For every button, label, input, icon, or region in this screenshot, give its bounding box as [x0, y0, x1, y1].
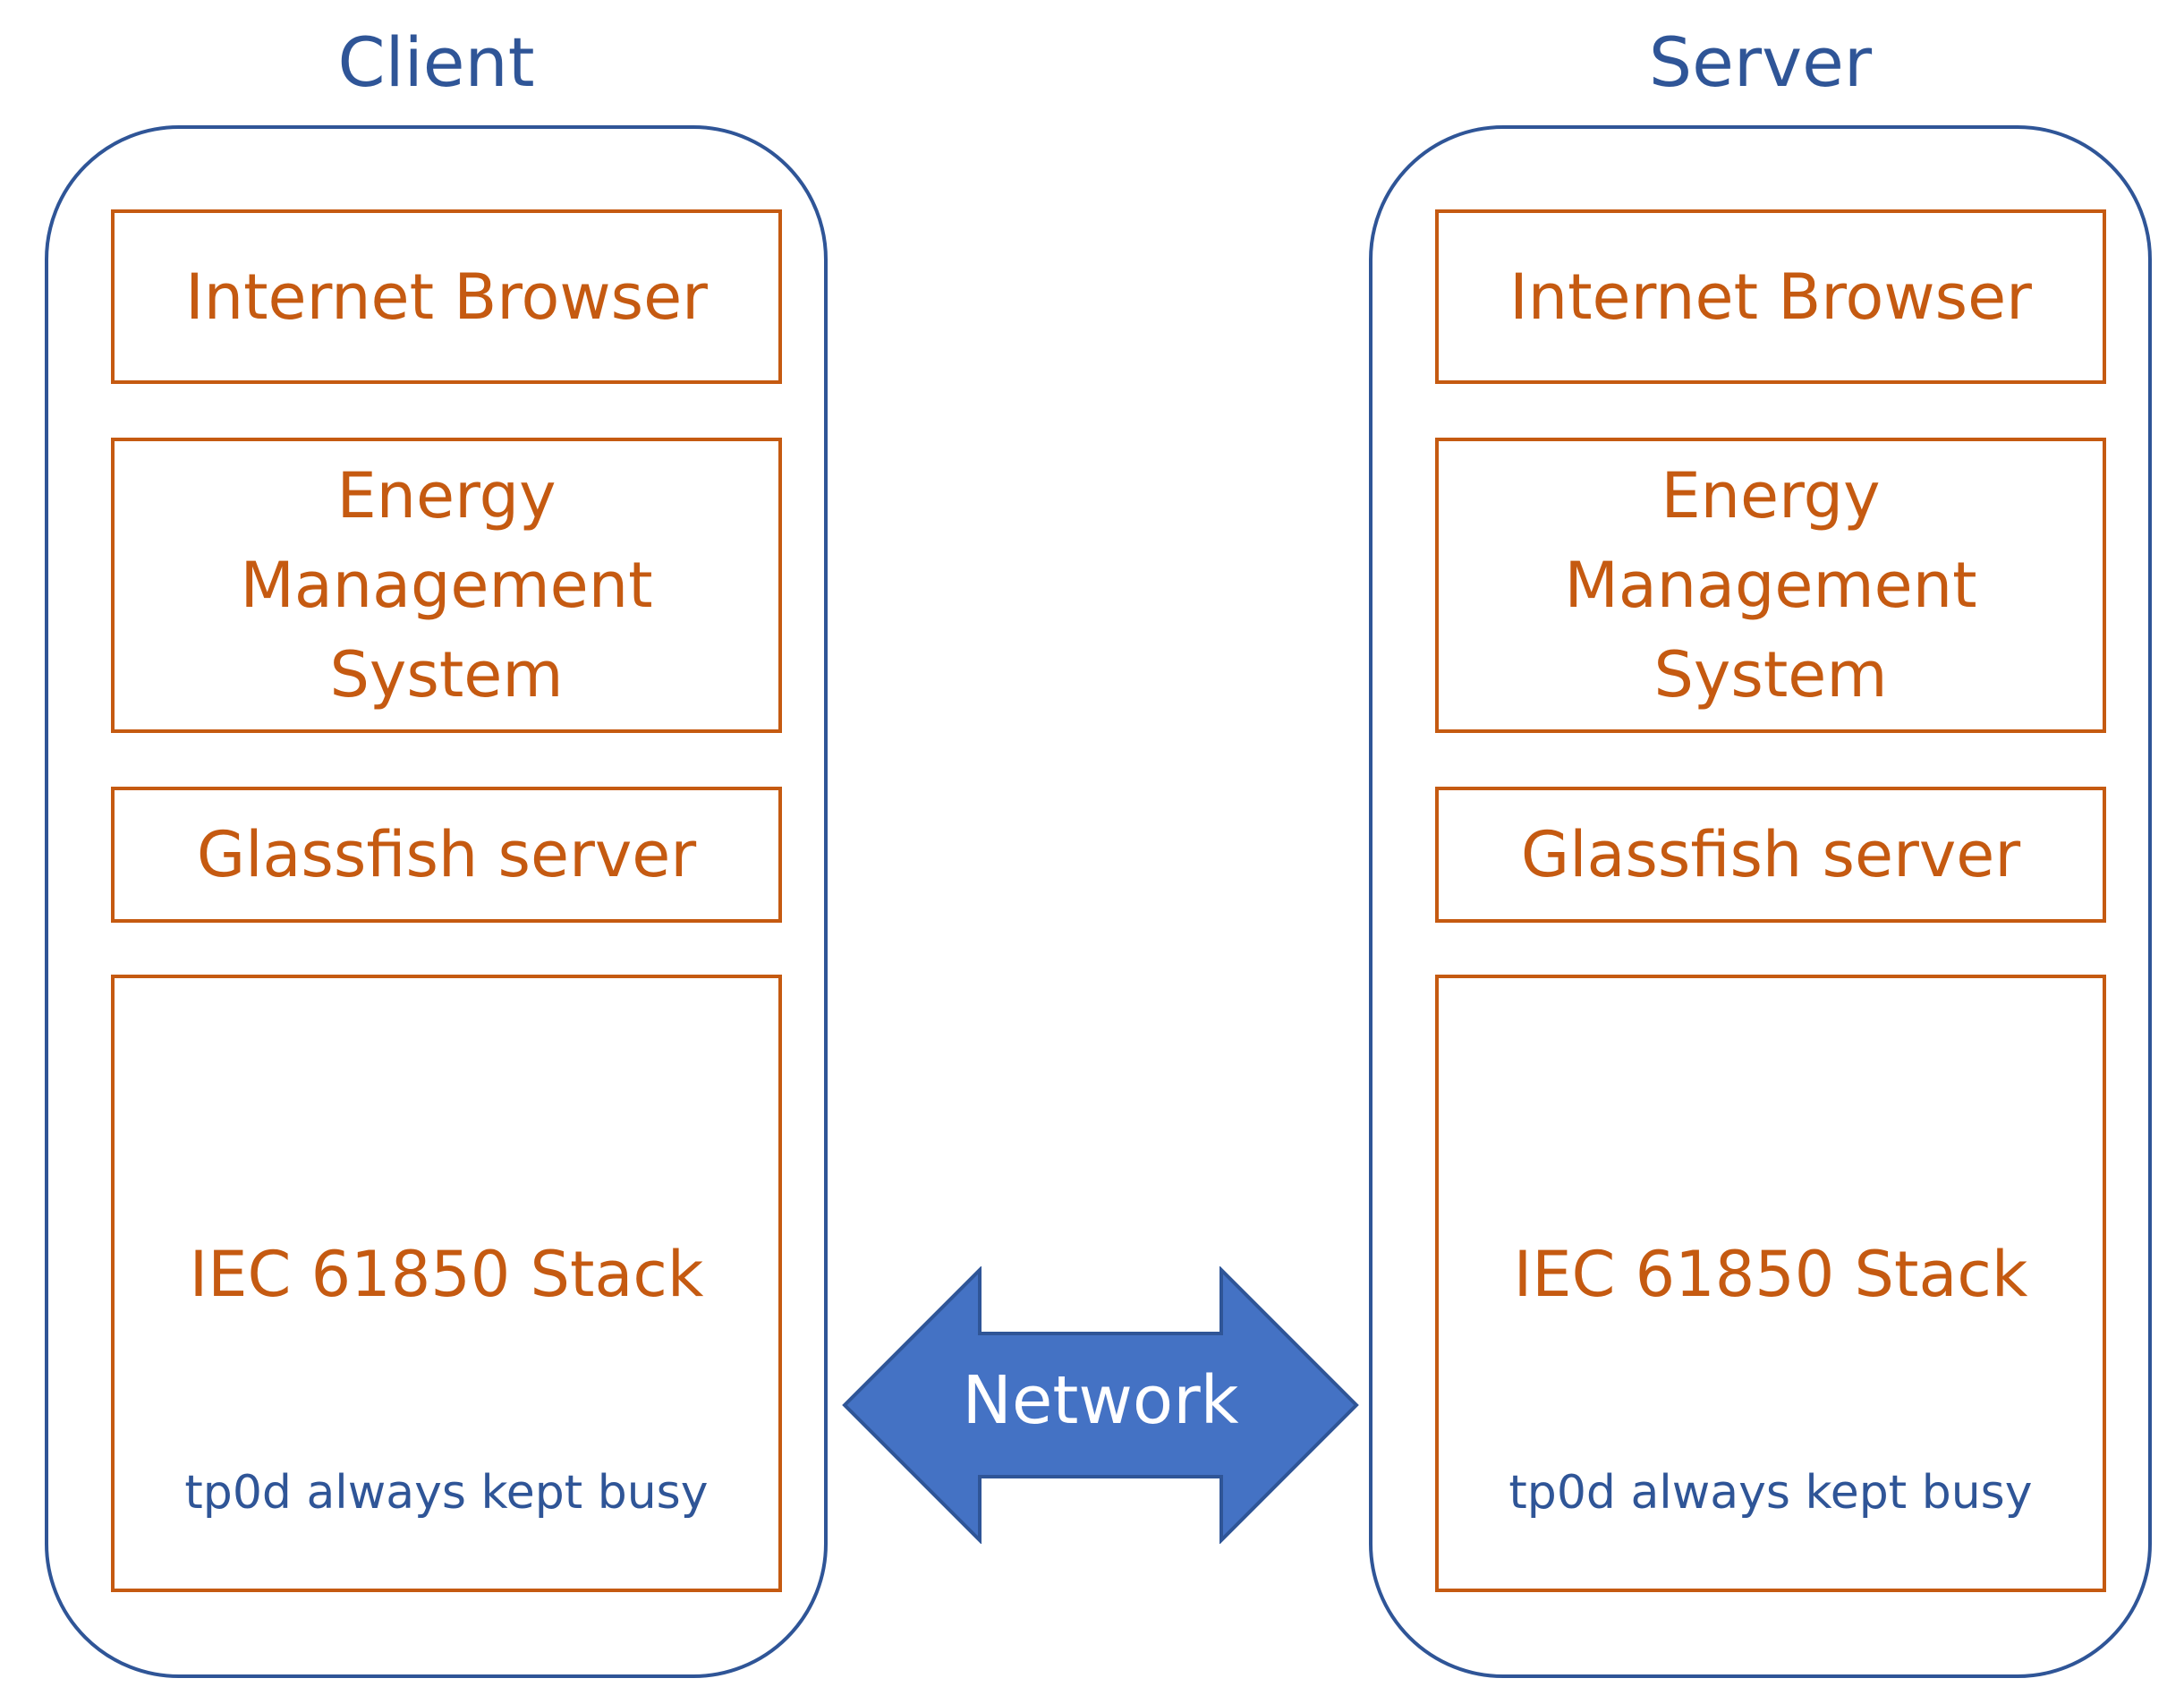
server-ems-line-3: System: [1653, 638, 1888, 711]
client-internet-browser-layer: Internet Browser: [111, 209, 782, 384]
server-iec-61850-stack-label: IEC 61850 Stack: [1513, 1238, 2028, 1311]
server-glassfish-server-layer: Glassfish server: [1435, 787, 2106, 923]
network-double-arrow: Network: [842, 1266, 1359, 1544]
client-title: Client: [337, 22, 535, 102]
server-internet-browser-layer: Internet Browser: [1435, 209, 2106, 384]
server-ems-line-2: Management: [1564, 549, 1977, 622]
server-stack-note: tp0d always kept busy: [1508, 1466, 2033, 1520]
client-ems-line-3: System: [329, 638, 564, 711]
network-label: Network: [963, 1362, 1239, 1439]
server-glassfish-server-label: Glassfish server: [1520, 818, 2021, 891]
server-internet-browser-label: Internet Browser: [1509, 260, 2032, 334]
server-title: Server: [1648, 22, 1873, 102]
server-iec-61850-stack-layer: IEC 61850 Stack tp0d always kept busy: [1435, 975, 2106, 1592]
client-ems-line-2: Management: [240, 549, 653, 622]
client-internet-browser-label: Internet Browser: [185, 260, 708, 334]
server-energy-management-system-layer: Energy Management System: [1435, 438, 2106, 733]
client-node: Internet Browser Energy Management Syste…: [45, 125, 828, 1678]
client-ems-line-1: Energy: [336, 459, 557, 532]
client-energy-management-system-layer: Energy Management System: [111, 438, 782, 733]
server-node: Internet Browser Energy Management Syste…: [1369, 125, 2152, 1678]
client-iec-61850-stack-layer: IEC 61850 Stack tp0d always kept busy: [111, 975, 782, 1592]
network-arrow-shape: [842, 1266, 1359, 1544]
server-ems-line-1: Energy: [1661, 459, 1881, 532]
client-glassfish-server-label: Glassfish server: [196, 818, 697, 891]
client-glassfish-server-layer: Glassfish server: [111, 787, 782, 923]
client-iec-61850-stack-label: IEC 61850 Stack: [189, 1238, 704, 1311]
client-stack-note: tp0d always kept busy: [184, 1466, 709, 1520]
